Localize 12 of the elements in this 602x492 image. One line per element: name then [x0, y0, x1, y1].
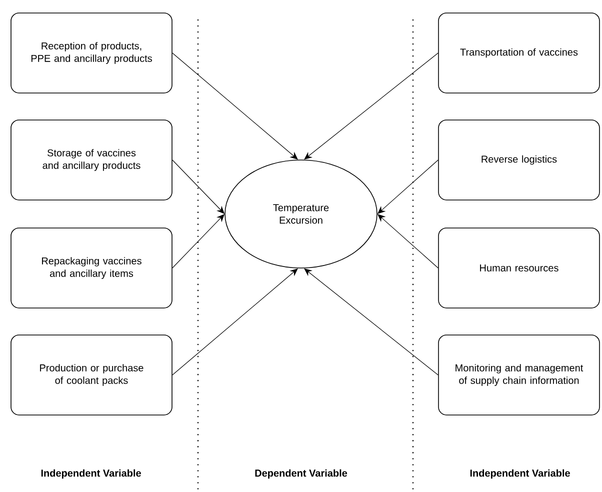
process-box: Human resources — [438, 228, 600, 308]
column-heading: Independent Variable — [41, 469, 141, 479]
column-heading: Dependent Variable — [255, 469, 348, 479]
ellipse-node: Temperature Excursion — [224, 160, 378, 268]
process-box: Production or purchase of coolant packs — [10, 334, 172, 416]
process-box: Monitoring and management of supply chain information — [438, 334, 600, 416]
process-box: Reverse logistics — [438, 120, 600, 200]
process-box: Storage of vaccines and ancillary products — [10, 120, 172, 200]
column-heading: Independent Variable — [470, 469, 570, 479]
process-box: Transportation of vaccines — [438, 12, 600, 94]
process-box: Reception of products, PPE and ancillary products — [10, 12, 172, 94]
process-box: Repackaging vaccines and ancillary items — [10, 228, 172, 308]
